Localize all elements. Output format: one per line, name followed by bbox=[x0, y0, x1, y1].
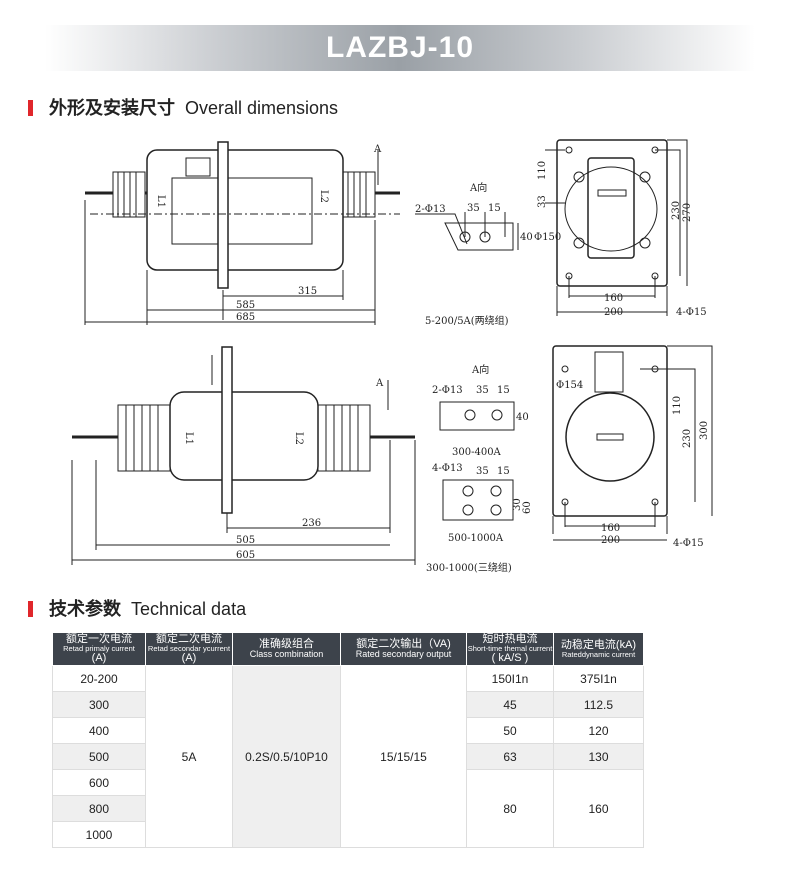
dimension: 230 bbox=[671, 201, 682, 220]
label: L1 bbox=[155, 195, 166, 208]
title-banner: LAZBJ-10 bbox=[45, 25, 755, 71]
label: L1 bbox=[183, 432, 194, 445]
dimension: 35 bbox=[467, 203, 480, 214]
dimension: 4-Φ13 bbox=[432, 463, 463, 474]
dimension: 35 bbox=[476, 385, 489, 396]
cell: 400 bbox=[52, 717, 146, 744]
cell: 15/15/15 bbox=[340, 665, 467, 848]
dimension: 40 bbox=[520, 232, 533, 243]
caption: 300-400A bbox=[452, 447, 502, 458]
drawing1-side-view bbox=[84, 141, 400, 325]
dimension: 4-Φ15 bbox=[676, 307, 707, 318]
cell: 50 bbox=[466, 717, 554, 744]
cell: 300 bbox=[52, 691, 146, 718]
cell: 800 bbox=[52, 795, 146, 822]
dimension: 60 bbox=[522, 501, 533, 514]
label: L2 bbox=[293, 432, 304, 445]
dimension: 35 bbox=[476, 466, 489, 477]
dimension: 15 bbox=[497, 385, 510, 396]
dimension: 33 bbox=[537, 195, 548, 208]
caption: 300-1000(三绕组) bbox=[426, 561, 512, 574]
dimension: 110 bbox=[672, 396, 683, 415]
dimension: 300 bbox=[699, 421, 710, 440]
dimension: 270 bbox=[682, 203, 693, 222]
dimension: 2-Φ13 bbox=[415, 204, 446, 215]
heading-cn: 外形及安装尺寸 bbox=[49, 98, 175, 118]
dimension: 585 bbox=[236, 300, 255, 311]
dimension: Φ154 bbox=[556, 380, 583, 391]
cell: 45 bbox=[466, 691, 554, 718]
table-row: 800 bbox=[52, 795, 644, 822]
cell: 1000 bbox=[52, 821, 146, 848]
cell: 600 bbox=[52, 769, 146, 796]
cell: 150I1n bbox=[466, 665, 554, 692]
table-row: 1000 bbox=[52, 821, 644, 848]
section-dimensions-heading: 外形及安装尺寸 Overall dimensions bbox=[28, 94, 338, 120]
dimension: 15 bbox=[497, 466, 510, 477]
cell: 5A bbox=[145, 665, 233, 848]
caption: 500-1000A bbox=[448, 533, 504, 544]
heading-en: Technical data bbox=[131, 599, 247, 619]
dimension: 4-Φ15 bbox=[673, 538, 704, 549]
dimension: 2-Φ13 bbox=[432, 385, 463, 396]
cell: 0.2S/0.5/10P10 bbox=[232, 665, 341, 848]
dimension: 110 bbox=[537, 161, 548, 180]
dimension: 160 bbox=[604, 293, 623, 304]
cell: 130 bbox=[553, 743, 644, 770]
cell: 20-200 bbox=[52, 665, 146, 692]
dimension: 605 bbox=[236, 550, 255, 561]
label: A向 bbox=[469, 181, 487, 194]
dimension: 505 bbox=[236, 535, 255, 546]
dimension: 200 bbox=[604, 307, 623, 318]
dimension: 230 bbox=[682, 429, 693, 448]
dimension: 200 bbox=[601, 535, 620, 546]
page-title: LAZBJ-10 bbox=[325, 31, 475, 64]
header-output: 额定二次输出（VA)Rated secondary output bbox=[340, 632, 467, 666]
label: L2 bbox=[318, 190, 329, 203]
dimension: 685 bbox=[236, 312, 255, 323]
cell: 160 bbox=[553, 769, 644, 848]
cell: 63 bbox=[466, 743, 554, 770]
cell: 120 bbox=[553, 717, 644, 744]
header-dynamic: 动稳定电流(kA)Rateddynamic current bbox=[553, 632, 644, 666]
dimension: 40 bbox=[516, 412, 529, 423]
label: A bbox=[375, 378, 384, 389]
caption: 5-200/5A(两绕组) bbox=[425, 314, 509, 327]
dimension-drawings: L1 L2 A 315 585 685 A向 2-Φ13 35 15 40 5-… bbox=[71, 139, 713, 574]
label: A bbox=[373, 144, 382, 155]
heading-cn: 技术参数 bbox=[49, 599, 121, 619]
dimension: 15 bbox=[488, 203, 501, 214]
heading-en: Overall dimensions bbox=[185, 98, 339, 118]
dimension: 30 bbox=[512, 498, 523, 511]
dimension: 315 bbox=[298, 286, 317, 297]
cell: 80 bbox=[466, 769, 554, 848]
dimension: 236 bbox=[302, 518, 321, 529]
dimension: 160 bbox=[601, 523, 620, 534]
dimension: Φ150 bbox=[534, 232, 561, 243]
cell: 500 bbox=[52, 743, 146, 770]
cell: 112.5 bbox=[553, 691, 644, 718]
label: A向 bbox=[471, 363, 489, 376]
section-technical-heading: 技术参数 Technical data bbox=[28, 595, 246, 621]
cell: 375I1n bbox=[553, 665, 644, 692]
